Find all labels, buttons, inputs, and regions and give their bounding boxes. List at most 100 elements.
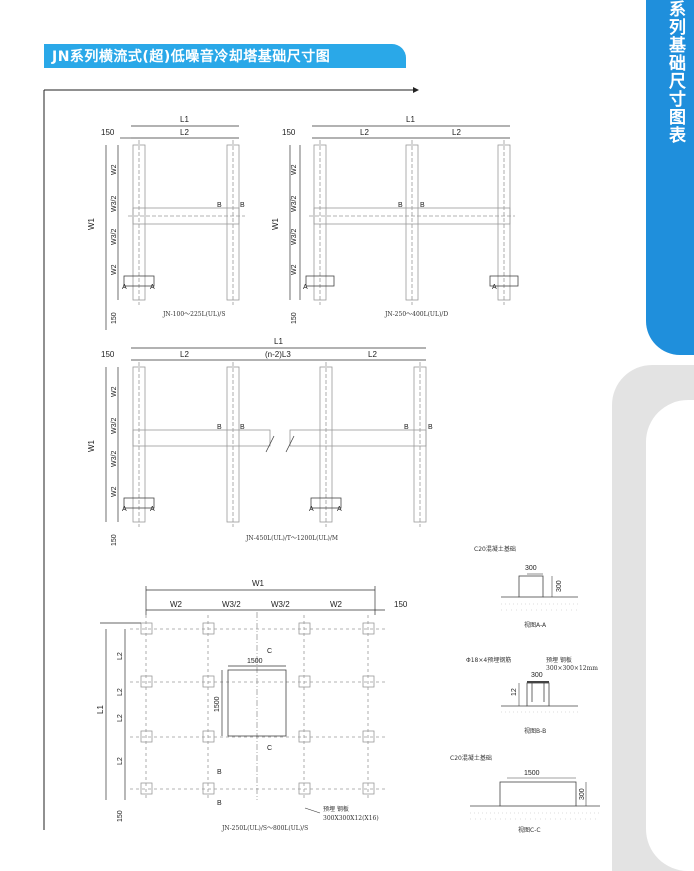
d1-A2: A: [150, 284, 155, 291]
diagram-1-labels: L1 L2 150 W1 W2 W3/2 W3/2 W2 150 A A B B…: [87, 115, 245, 324]
d3-B2: B: [240, 424, 245, 431]
aa-caption: 视图A-A: [524, 621, 547, 629]
cc-1500: 1500: [524, 770, 540, 777]
d1-caption: JN-100～225L(UL)/S: [162, 311, 225, 318]
d4-150-bot: 150: [117, 810, 124, 822]
diagram-4-grid: [130, 612, 385, 800]
d1-L2: L2: [180, 128, 189, 137]
title-banner: [44, 44, 406, 68]
d3-A2: A: [150, 506, 155, 513]
d4-caption: JN-250L(UL)/S～800L(UL)/S: [221, 825, 308, 832]
section-cc: C20混凝土基础 1500 300 视图C-C: [450, 754, 600, 834]
bb-plate-size: 300×300×12mm: [546, 665, 598, 672]
d1-B2: B: [240, 202, 245, 209]
d4-W2b: W2: [330, 600, 343, 609]
d4-B1: B: [217, 769, 222, 776]
side-tab: [646, 0, 694, 355]
d1-W1: W1: [87, 217, 96, 230]
d3-A4: A: [337, 506, 342, 513]
bb-plate-label: 预埋 钢板: [546, 656, 572, 664]
d1-A1: A: [122, 284, 127, 291]
d3-150-top: 150: [101, 350, 115, 359]
d2-W32a: W3/2: [291, 196, 298, 212]
cc-caption: 视图C-C: [518, 826, 541, 834]
d2-caption: JN-250～400L(UL)/D: [384, 311, 448, 318]
aa-c20-label: C20混凝土基础: [474, 545, 516, 553]
d3-150-bot: 150: [111, 534, 118, 546]
diagram-3-labels: L1 L2 (n-2)L3 L2 150 W1 W2 W3/2 W3/2 W2 …: [87, 337, 433, 546]
aa-300-h: 300: [525, 565, 537, 572]
d3-L2a: L2: [180, 350, 189, 359]
diagram-2-dims: [289, 125, 510, 300]
d3-W2a: W2: [111, 386, 118, 397]
page-frame: [43, 87, 419, 830]
side-tab-label: 系列基础尺寸图表: [665, 0, 685, 144]
d3-W32a: W3/2: [111, 418, 118, 434]
d4-150-right: 150: [394, 600, 408, 609]
d1-B1: B: [217, 202, 222, 209]
d3-A1: A: [122, 506, 127, 513]
d1-W2b: W2: [111, 264, 118, 275]
diagram-1: [123, 140, 245, 305]
d3-W32b: W3/2: [111, 451, 118, 467]
d4-B2: B: [217, 800, 222, 807]
section-aa: C20混凝土基础 300 300 视图A-A: [474, 545, 578, 629]
d2-A2: A: [492, 284, 497, 291]
diagram-4-labels: W1 W2 W3/2 W3/2 W2 150 L1 L2 L2 L2 L2 15…: [96, 579, 408, 832]
diagram-3: [123, 362, 427, 527]
d4-W32b: W3/2: [271, 600, 290, 609]
aa-300-v: 300: [556, 580, 563, 592]
d1-150-top: 150: [101, 128, 115, 137]
d2-B2: B: [420, 202, 425, 209]
d2-W2a: W2: [291, 164, 298, 175]
d1-W32b: W3/2: [111, 229, 118, 245]
bb-rebar-label: Φ18×4预埋钢筋: [466, 656, 511, 664]
d2-A1: A: [303, 284, 308, 291]
d3-B3: B: [404, 424, 409, 431]
diagram-2: [305, 140, 519, 305]
d4-C1: C: [267, 648, 272, 655]
d1-150-bot: 150: [111, 312, 118, 324]
d2-L2a: L2: [360, 128, 369, 137]
d2-150-bot: 150: [291, 312, 298, 324]
d4-plate-size: 300X300X12(X16): [323, 815, 379, 822]
d1-W32a: W3/2: [111, 196, 118, 212]
bb-300: 300: [531, 672, 543, 679]
page-title: JN系列横流式(超)低噪音冷却塔基础尺寸图: [52, 49, 331, 65]
d2-W32b: W3/2: [291, 229, 298, 245]
d4-L1: L1: [96, 705, 105, 714]
d1-W2a: W2: [111, 164, 118, 175]
d4-W2a: W2: [170, 600, 183, 609]
cc-300: 300: [579, 788, 586, 800]
d4-1500-h: 1500: [247, 658, 263, 665]
d2-W1: W1: [271, 217, 280, 230]
d4-L22a: L2: [117, 688, 124, 696]
d4-W1: W1: [252, 579, 265, 588]
d3-B1: B: [217, 424, 222, 431]
cc-c20-label: C20混凝土基础: [450, 754, 492, 762]
d3-L2b: L2: [368, 350, 377, 359]
d4-L2a: L2: [117, 652, 124, 660]
d2-L2b: L2: [452, 128, 461, 137]
d2-B1: B: [398, 202, 403, 209]
d3-B4: B: [428, 424, 433, 431]
diagram-4-dims: [100, 586, 385, 800]
gray-notch: [646, 400, 694, 871]
diagram-3-dims: [105, 347, 426, 522]
d2-L1: L1: [406, 115, 415, 124]
d4-L22b: L2: [117, 714, 124, 722]
d3-A3: A: [309, 506, 314, 513]
d2-150-top: 150: [282, 128, 296, 137]
d4-plate-label: 预埋 钢板: [323, 805, 349, 813]
diagram-1-dims: [105, 125, 239, 330]
d4-1500-v: 1500: [214, 696, 221, 712]
d2-W2b: W2: [291, 264, 298, 275]
d3-n2L3: (n-2)L3: [265, 350, 291, 359]
d4-L2b: L2: [117, 757, 124, 765]
d4-W32a: W3/2: [222, 600, 241, 609]
d1-L1: L1: [180, 115, 189, 124]
d4-C2: C: [267, 745, 272, 752]
bb-caption: 视图B-B: [524, 727, 546, 735]
bb-12: 12: [511, 688, 518, 696]
